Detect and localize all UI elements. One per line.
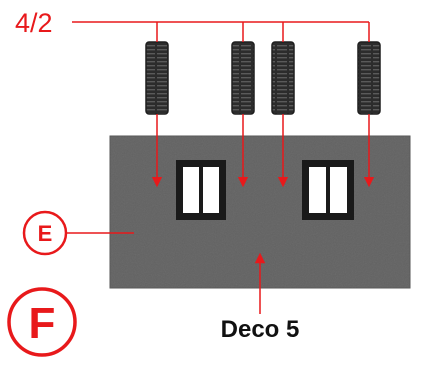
- callout-f-circle: [7, 287, 77, 357]
- connector-1: [145, 41, 169, 115]
- callout-e: E: [22, 210, 134, 256]
- connector-icon: [357, 41, 381, 115]
- connector-3: [271, 41, 295, 115]
- window-right: [302, 160, 354, 220]
- connector-2: [231, 41, 255, 115]
- callout-e-circle: [22, 210, 68, 256]
- connector-icon: [271, 41, 295, 115]
- window-left: [176, 160, 226, 220]
- connector-icon: [145, 41, 169, 115]
- connector-4: [357, 41, 381, 115]
- callout-f-label: F: [29, 299, 56, 348]
- down-arrows: [151, 114, 375, 188]
- top-callout-lines: [72, 21, 370, 42]
- connector-icon: [231, 41, 255, 115]
- callout-e-label: E: [38, 221, 53, 246]
- caption-deco: Deco 5: [221, 316, 300, 343]
- callout-f: F: [7, 287, 77, 357]
- top-callout-label: 4/2: [15, 8, 53, 38]
